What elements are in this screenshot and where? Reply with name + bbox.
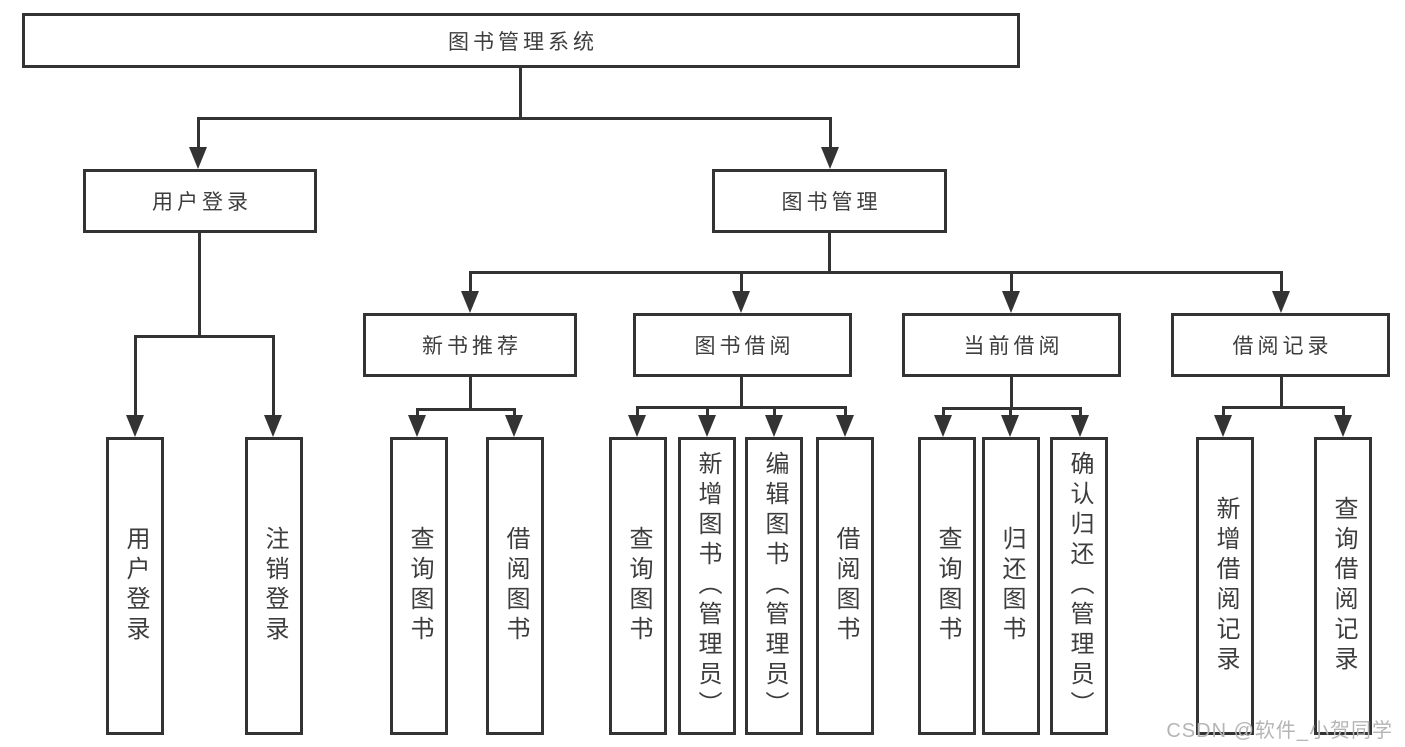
- arrow-down-icon: [732, 291, 750, 313]
- edge-borrowing-stub-1: [636, 406, 639, 415]
- watermark-text: CSDN @软件_小贺同学: [1166, 720, 1393, 742]
- node-root-system: 图书管理系统: [22, 13, 1020, 68]
- leaf-label: 新增借阅记录: [1212, 496, 1239, 676]
- leaf-label: 查询图书: [406, 526, 433, 646]
- arrow-down-icon: [1002, 291, 1020, 313]
- leaf-edit-book-admin: 编辑图书（管理员）: [745, 437, 803, 735]
- arrow-down-icon: [934, 415, 952, 437]
- node-book-borrowing: 图书借阅: [633, 313, 852, 377]
- leaf-add-borrow-record: 新增借阅记录: [1196, 437, 1254, 735]
- arrow-down-icon: [1001, 415, 1019, 437]
- edge-mgmt-stub-4: [1280, 271, 1283, 291]
- edge-records-rail: [1222, 406, 1345, 409]
- leaf-query-books-current: 查询图书: [918, 437, 976, 735]
- edge-mgmt-stub-2: [740, 271, 743, 291]
- arrow-down-icon: [1071, 415, 1089, 437]
- leaf-label: 查询图书: [934, 526, 961, 646]
- leaf-label: 新增图书（管理员）: [694, 451, 721, 721]
- node-user-login: 用户登录: [83, 169, 317, 233]
- arrow-down-icon: [628, 415, 646, 437]
- arrow-down-icon: [264, 415, 282, 437]
- edge-records-stub-2: [1342, 406, 1345, 415]
- arrow-down-icon: [765, 415, 783, 437]
- leaf-user-login: 用户登录: [106, 437, 164, 735]
- edge-root-stub-left: [197, 117, 200, 147]
- edge-recommend-trunk: [469, 377, 472, 408]
- leaf-label: 借阅图书: [502, 526, 529, 646]
- edge-login-trunk: [198, 233, 201, 335]
- edge-login-stub-right: [272, 335, 275, 415]
- leaf-label: 查询图书: [625, 526, 652, 646]
- edge-recommend-stub-2: [513, 408, 516, 415]
- arrow-down-icon: [836, 415, 854, 437]
- leaf-confirm-return-admin: 确认归还（管理员）: [1050, 437, 1108, 735]
- arrow-down-icon: [821, 147, 839, 169]
- edge-mgmt-stub-1: [469, 271, 472, 291]
- leaf-label: 查询借阅记录: [1330, 496, 1357, 676]
- node-borrowing-records: 借阅记录: [1171, 313, 1390, 377]
- leaf-borrow-books-borrowing: 借阅图书: [816, 437, 874, 735]
- node-current-borrowing: 当前借阅: [902, 313, 1121, 377]
- edge-borrowing-stub-3: [773, 406, 776, 415]
- arrow-down-icon: [698, 415, 716, 437]
- arrow-down-icon: [461, 291, 479, 313]
- leaf-label: 编辑图书（管理员）: [761, 451, 788, 721]
- edge-mgmt-stub-3: [1010, 271, 1013, 291]
- leaf-query-books-recommend: 查询图书: [390, 437, 448, 735]
- edge-records-stub-1: [1222, 406, 1225, 415]
- arrow-down-icon: [408, 415, 426, 437]
- edge-records-trunk: [1280, 377, 1283, 406]
- arrow-down-icon: [1272, 291, 1290, 313]
- edge-root-stub-right: [829, 117, 832, 147]
- edge-recommend-rail: [416, 408, 516, 411]
- leaf-add-book-admin: 新增图书（管理员）: [678, 437, 736, 735]
- edge-mgmt-rail: [469, 271, 1283, 274]
- edge-borrowing-stub-2: [706, 406, 709, 415]
- edge-current-stub-1: [942, 407, 945, 415]
- node-new-book-recommend: 新书推荐: [363, 313, 577, 377]
- edge-login-stub-left: [134, 335, 137, 415]
- leaf-label: 借阅图书: [832, 526, 859, 646]
- edge-borrowing-trunk: [740, 377, 743, 406]
- leaf-label: 注销登录: [261, 526, 288, 646]
- leaf-borrow-books-recommend: 借阅图书: [486, 437, 544, 735]
- leaf-label: 确认归还（管理员）: [1066, 451, 1093, 721]
- edge-current-stub-3: [1079, 407, 1082, 415]
- leaf-query-books-borrowing: 查询图书: [609, 437, 667, 735]
- node-book-management: 图书管理: [712, 169, 947, 233]
- arrow-down-icon: [1334, 415, 1352, 437]
- leaf-label: 归还图书: [998, 526, 1025, 646]
- arrow-down-icon: [126, 415, 144, 437]
- arrow-down-icon: [1214, 415, 1232, 437]
- edge-current-trunk: [1010, 377, 1013, 407]
- edge-login-rail: [134, 335, 275, 338]
- leaf-query-borrow-record: 查询借阅记录: [1314, 437, 1372, 735]
- edge-mgmt-trunk: [828, 233, 831, 271]
- edge-root-trunk: [519, 68, 522, 117]
- edge-current-stub-2: [1009, 407, 1012, 415]
- edge-borrowing-stub-4: [844, 406, 847, 415]
- leaf-label: 用户登录: [122, 526, 149, 646]
- arrow-down-icon: [505, 415, 523, 437]
- edge-borrowing-rail: [636, 406, 847, 409]
- leaf-return-book: 归还图书: [982, 437, 1040, 735]
- edge-root-rail: [197, 117, 831, 120]
- edge-current-rail: [942, 407, 1082, 410]
- leaf-logout: 注销登录: [245, 437, 303, 735]
- edge-recommend-stub-1: [416, 408, 419, 415]
- arrow-down-icon: [189, 147, 207, 169]
